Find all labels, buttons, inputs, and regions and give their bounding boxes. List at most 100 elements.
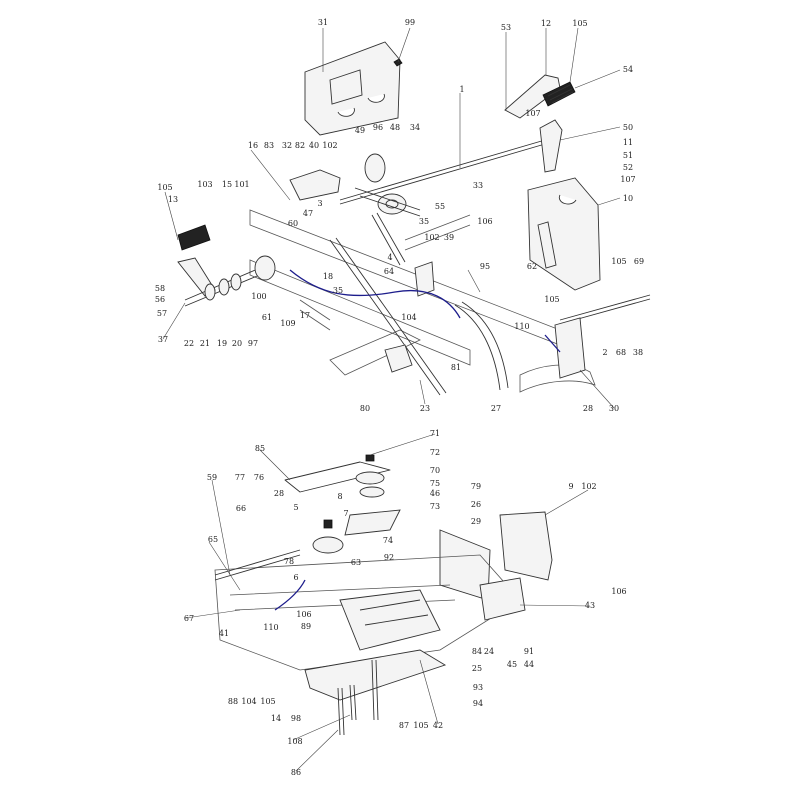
callout-95: 95 — [480, 262, 490, 271]
callout-72: 72 — [430, 448, 440, 457]
part-left-pedal-pad — [177, 224, 211, 251]
callout-32: 32 — [282, 141, 292, 150]
part-bracket-32 — [289, 169, 341, 201]
part-bolt-8 — [323, 519, 333, 529]
callout-19: 19 — [217, 339, 227, 348]
callout-75: 75 — [430, 479, 440, 488]
top-assembly — [177, 41, 651, 396]
callout-35-a: 35 — [419, 217, 429, 226]
callout-8: 8 — [337, 492, 342, 501]
part-pulley-stack-70 — [355, 454, 385, 498]
callout-103: 103 — [197, 180, 212, 189]
part-belt-85 — [284, 461, 391, 493]
callout-21: 21 — [200, 339, 210, 348]
callout-83: 83 — [264, 141, 274, 150]
callout-110-a: 110 — [514, 322, 529, 331]
callout-14: 14 — [271, 714, 281, 723]
part-bracket-39 — [414, 261, 435, 297]
part-bracket-plate-10 — [527, 177, 601, 291]
callout-105-a: 105 — [572, 19, 587, 28]
callout-70: 70 — [430, 466, 440, 475]
callout-20: 20 — [232, 339, 242, 348]
callout-108: 108 — [287, 737, 302, 746]
callout-12: 12 — [541, 19, 551, 28]
callout-73: 73 — [430, 502, 440, 511]
callout-33: 33 — [473, 181, 483, 190]
callout-105-c: 105 — [611, 257, 626, 266]
callout-77: 77 — [235, 473, 245, 482]
callout-102-a: 102 — [322, 141, 337, 150]
part-arm-23 — [329, 237, 447, 396]
callout-76: 76 — [254, 473, 264, 482]
bottom-assembly — [214, 454, 553, 736]
callout-78: 78 — [284, 557, 294, 566]
callout-68: 68 — [616, 348, 626, 357]
callout-87: 87 — [399, 721, 409, 730]
callout-35-b: 35 — [333, 286, 343, 295]
callout-15: 15 — [222, 180, 232, 189]
callout-47: 47 — [303, 209, 313, 218]
callout-102-b: 102 — [424, 233, 439, 242]
callout-4: 4 — [387, 253, 392, 262]
callout-53: 53 — [501, 23, 511, 32]
callout-10: 10 — [623, 194, 633, 203]
part-arm-4 — [371, 212, 406, 266]
callout-92: 92 — [384, 553, 394, 562]
callout-56: 56 — [155, 295, 165, 304]
callout-18: 18 — [323, 272, 333, 281]
callout-93: 93 — [473, 683, 483, 692]
callout-65: 65 — [208, 535, 218, 544]
callout-28-b: 28 — [274, 489, 284, 498]
callout-17: 17 — [300, 311, 310, 320]
callout-63: 63 — [351, 558, 361, 567]
callout-80: 80 — [360, 404, 370, 413]
part-long-rod-1 — [339, 139, 546, 205]
callout-52: 52 — [623, 163, 633, 172]
callout-61: 61 — [262, 313, 272, 322]
callout-29: 29 — [471, 517, 481, 526]
callout-91: 91 — [524, 647, 534, 656]
callout-71: 71 — [430, 429, 440, 438]
callout-64: 64 — [384, 267, 394, 276]
callout-45: 45 — [507, 660, 517, 669]
callout-110-b: 110 — [263, 623, 278, 632]
callout-40: 40 — [309, 141, 319, 150]
part-bolt-108 — [349, 684, 357, 721]
callout-86: 86 — [291, 768, 301, 777]
callout-104-a: 104 — [401, 313, 416, 322]
callout-67: 67 — [184, 614, 194, 623]
callout-57: 57 — [157, 309, 167, 318]
callout-54: 54 — [623, 65, 633, 74]
cable-top — [289, 269, 461, 319]
callout-107-b: 107 — [620, 175, 635, 184]
callout-81: 81 — [451, 363, 461, 372]
callout-88: 88 — [228, 697, 238, 706]
callout-109: 109 — [280, 319, 295, 328]
callout-42: 42 — [433, 721, 443, 730]
callout-59: 59 — [207, 473, 217, 482]
part-lever-62 — [537, 221, 557, 269]
callout-96: 96 — [373, 123, 383, 132]
callout-22: 22 — [184, 339, 194, 348]
callout-41: 41 — [219, 629, 229, 638]
callout-34: 34 — [410, 123, 420, 132]
part-pedal-50 — [539, 119, 563, 173]
callout-106-c: 106 — [296, 610, 311, 619]
callout-60: 60 — [288, 219, 298, 228]
callout-105-f: 105 — [413, 721, 428, 730]
callout-28-a: 28 — [583, 404, 593, 413]
callout-105-b: 105 — [157, 183, 172, 192]
callout-104-b: 104 — [241, 697, 256, 706]
part-mount-plate-31 — [304, 41, 401, 136]
callout-7: 7 — [343, 509, 348, 518]
part-skid-pan-94 — [304, 649, 447, 701]
callout-74: 74 — [383, 536, 393, 545]
callout-99: 99 — [405, 18, 415, 27]
callout-85: 85 — [255, 444, 265, 453]
part-pedal-pad-ridges — [547, 84, 574, 104]
callout-101: 101 — [234, 180, 249, 189]
callout-44: 44 — [524, 660, 534, 669]
callout-13: 13 — [168, 195, 178, 204]
